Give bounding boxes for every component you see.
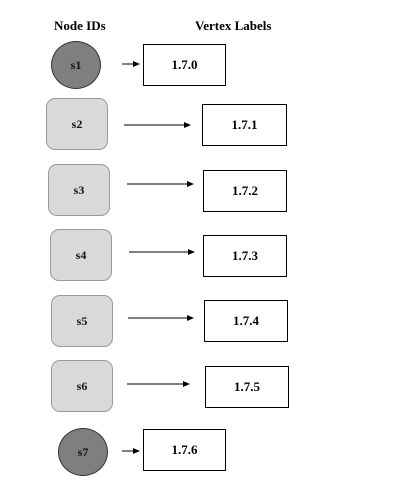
node-ids-header: Node IDs <box>54 18 106 33</box>
vertex-label-1-7-6: 1.7.6 <box>143 429 226 471</box>
node-s6: s6 <box>51 360 113 412</box>
vertex-label-1-7-0: 1.7.0 <box>143 44 226 86</box>
node-s1: s1 <box>51 41 101 89</box>
vertex-label-1-7-4: 1.7.4 <box>204 300 288 342</box>
node-s7: s7 <box>58 428 108 476</box>
node-s2: s2 <box>46 98 108 150</box>
node-s4: s4 <box>50 229 112 281</box>
vertex-label-1-7-5: 1.7.5 <box>205 366 289 408</box>
vertex-labels-header: Vertex Labels <box>195 18 272 33</box>
vertex-label-1-7-3: 1.7.3 <box>203 235 287 277</box>
vertex-label-1-7-1: 1.7.1 <box>202 104 287 146</box>
node-s5: s5 <box>51 295 113 347</box>
node-s3: s3 <box>48 164 110 216</box>
vertex-label-1-7-2: 1.7.2 <box>203 170 287 212</box>
